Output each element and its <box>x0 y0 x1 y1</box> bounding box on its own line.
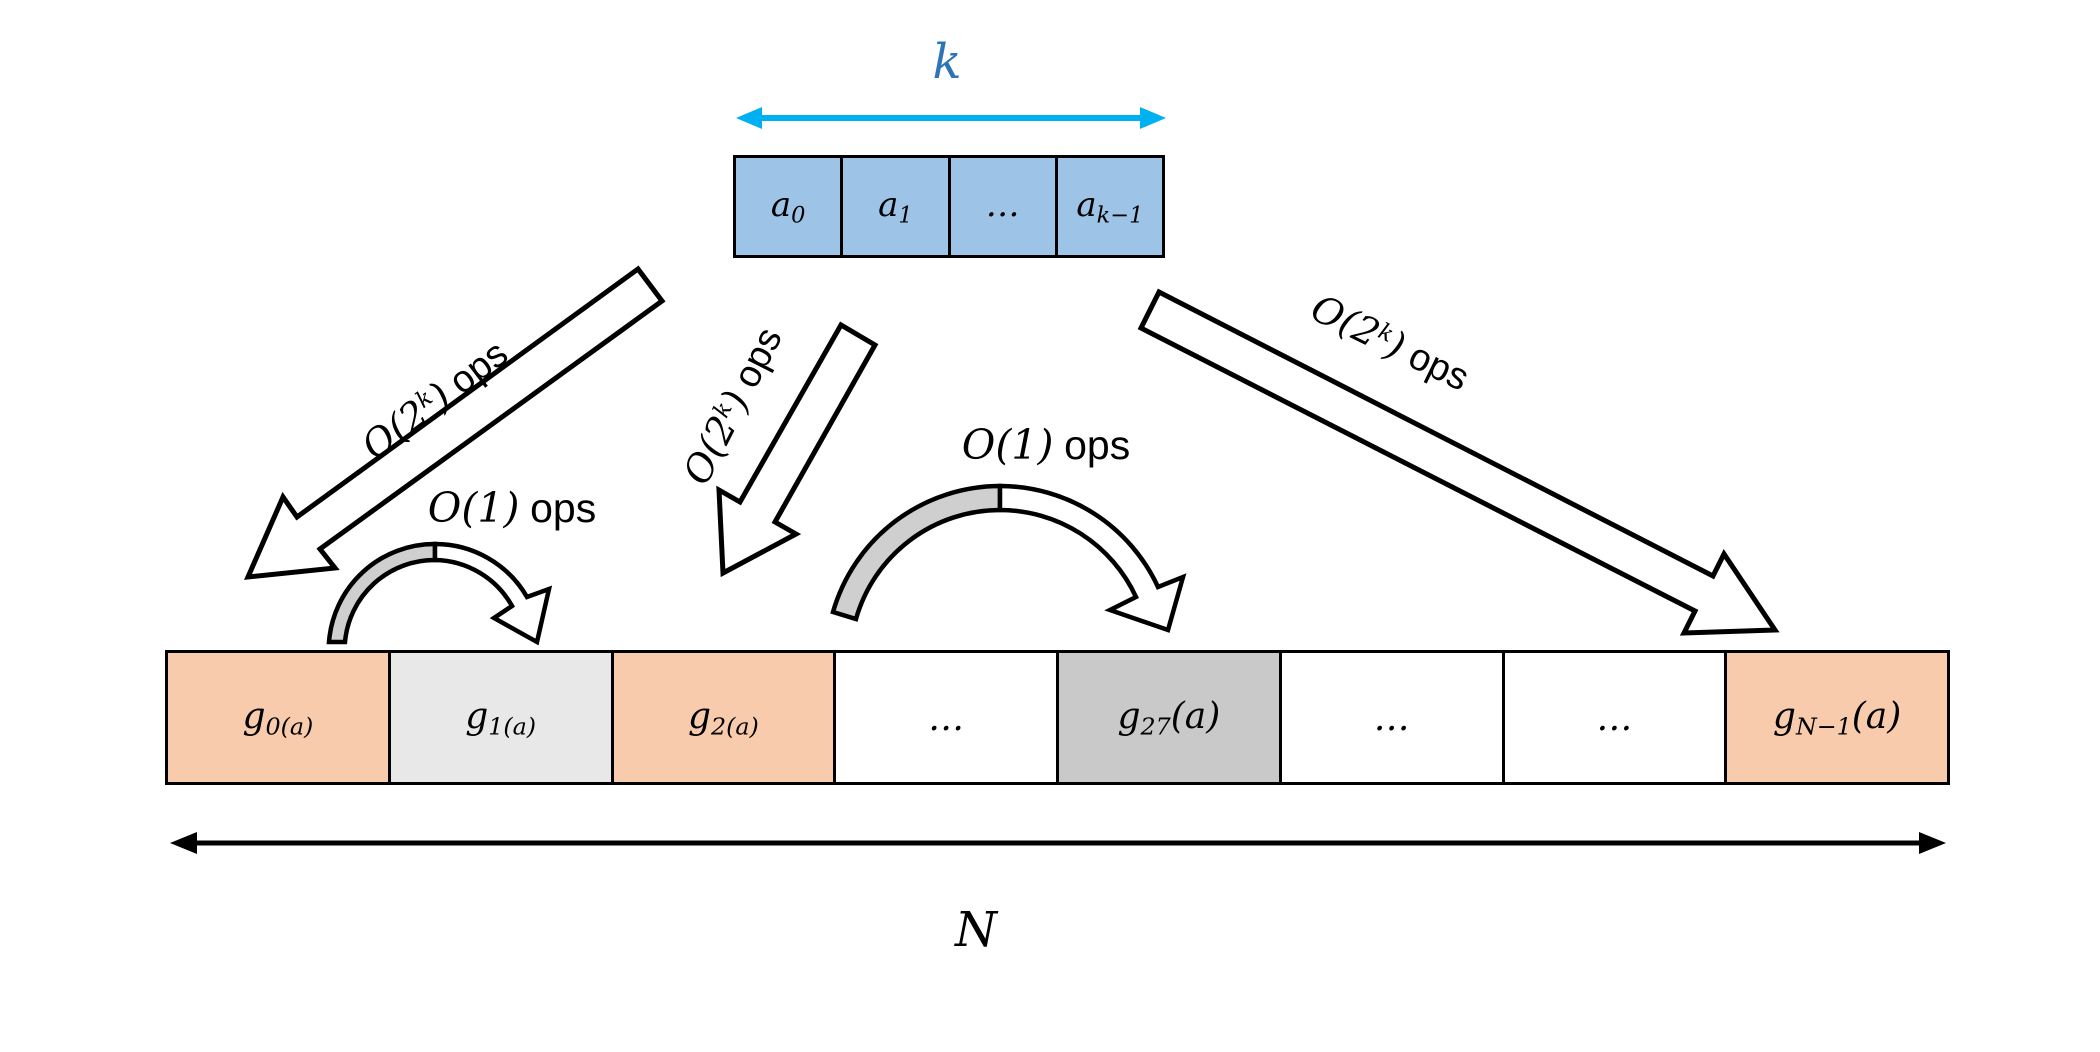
top-array-cell-ellipsis: … <box>950 158 1058 255</box>
k-span-arrowhead-left-icon <box>736 107 762 129</box>
label-math-part: O(1) <box>427 484 520 532</box>
n-span-arrow <box>170 832 1946 854</box>
curved-arrow-middle-head <box>997 483 1187 633</box>
bottom-array: g0(a) g1(a) g2(a) … g27(a) … … gN−1(a) <box>165 650 1950 785</box>
bottom-cell-label-5: … <box>1373 697 1410 739</box>
curved-arrow-middle-icon <box>830 483 1187 633</box>
bottom-cell-label-1: g1(a) <box>465 695 537 741</box>
bottom-cell-label-0: g0(a) <box>242 695 314 741</box>
top-array-cell-1: a1 <box>843 158 951 255</box>
bottom-array-cell-ellipsis-3: … <box>1504 653 1728 782</box>
big-arrow-right-icon <box>1137 288 1780 636</box>
label-o1-middle: O(1)ops <box>962 421 1130 469</box>
top-cell-label-3: ak−1 <box>1076 184 1144 229</box>
top-cell-label-1: a1 <box>878 184 913 229</box>
bottom-cell-label-7: gN−1(a) <box>1772 695 1902 741</box>
top-array-cell-0: a0 <box>736 158 844 255</box>
bottom-array-cell-0: g0(a) <box>168 653 391 782</box>
curved-arrow-left-head <box>432 541 553 646</box>
bottom-array-cell-1: g1(a) <box>390 653 614 782</box>
bottom-array-cell-2: g2(a) <box>613 653 837 782</box>
big-arrow-middle-icon <box>716 321 879 578</box>
bottom-cell-label-4: g27(a) <box>1117 695 1221 741</box>
curved-arrow-middle-tail <box>830 483 1003 622</box>
n-span-label: N <box>955 902 997 958</box>
top-cell-label-2: … <box>985 184 1020 225</box>
bottom-array-cell-ellipsis-1: … <box>836 653 1059 782</box>
label-ops-part: ops <box>530 485 597 531</box>
top-array: a0 a1 … ak−1 <box>733 155 1165 258</box>
label-math-part: O(1) <box>961 421 1054 469</box>
n-span-arrowhead-left-icon <box>170 832 197 854</box>
n-span-arrowhead-right-icon <box>1919 832 1946 854</box>
label-ops-part: ops <box>1064 422 1131 468</box>
k-span-arrowhead-right-icon <box>1140 107 1166 129</box>
bottom-array-cell-ellipsis-2: … <box>1281 653 1505 782</box>
bottom-array-cell-last: gN−1(a) <box>1727 653 1947 782</box>
bottom-cell-label-6: … <box>1596 697 1633 739</box>
big-arrow-left-icon <box>243 265 666 580</box>
top-cell-label-0: a0 <box>770 184 806 229</box>
k-span-label: k <box>932 34 962 90</box>
curved-arrow-left-tail <box>326 541 438 645</box>
bottom-cell-label-2: g2(a) <box>687 695 759 741</box>
bottom-cell-label-3: … <box>928 697 965 739</box>
bottom-array-cell-27: g27(a) <box>1059 653 1282 782</box>
top-array-cell-3: ak−1 <box>1057 158 1162 255</box>
curved-arrow-left-icon <box>326 541 553 646</box>
k-span-arrow <box>736 107 1166 129</box>
label-o1-left: O(1)ops <box>428 484 596 532</box>
